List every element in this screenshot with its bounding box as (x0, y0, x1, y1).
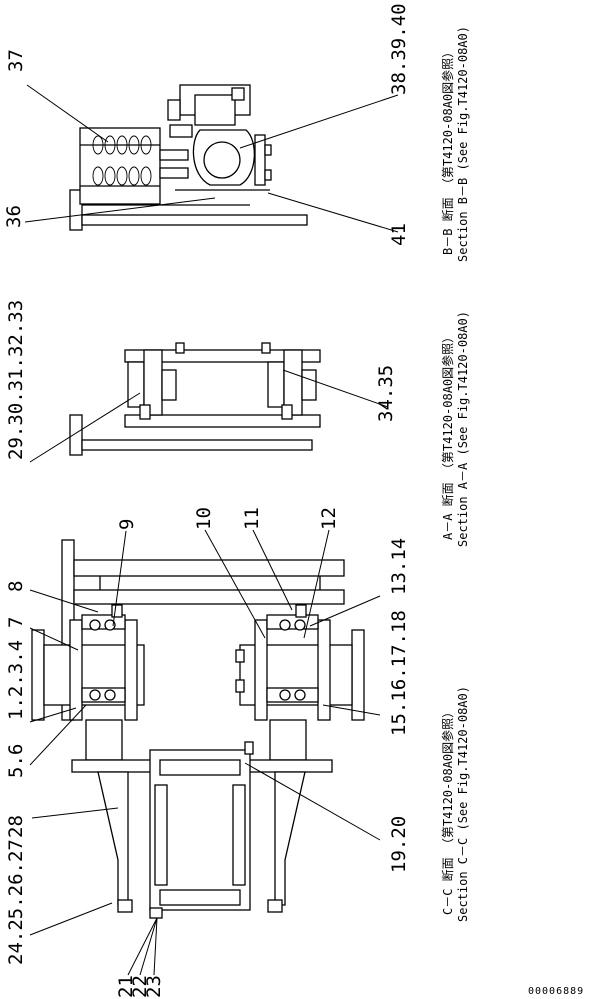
caption-bb-jp: B－B 断面 （第T4120-08A0図参照） (440, 46, 455, 255)
callout-22: 22 (129, 975, 151, 998)
section-captions: B－B 断面 （第T4120-08A0図参照） Section B－B (See… (440, 26, 470, 922)
callout-11: 11 (241, 507, 263, 530)
section-bb-view (69, 84, 308, 231)
callout-41: 41 (388, 223, 410, 246)
callout-10: 10 (193, 507, 215, 530)
callout-24-27: 24.25.26.27 (5, 839, 27, 965)
callout-12: 12 (318, 507, 340, 530)
callout-1-4: 1.2.3.4 (5, 640, 27, 720)
callout-29-33: 29.30.31.32.33 (5, 300, 27, 460)
caption-cc-jp: C－C 断面 （第T4120-08A0図参照） (440, 706, 455, 915)
callout-23: 23 (143, 975, 165, 998)
callout-labels: 37 38.39.40 36 41 29.30.31.32.33 34.35 8… (3, 3, 410, 998)
callout-15-18: 15.16.17.18 (388, 610, 410, 736)
caption-aa-en: Section A－A (See Fig.T4120-08A0) (456, 311, 470, 547)
caption-cc-en: Section C－C (See Fig.T4120-08A0) (456, 686, 470, 922)
leader-lines (24, 84, 399, 976)
callout-34-35: 34.35 (375, 365, 397, 422)
document-id: 00006889 (528, 986, 584, 997)
section-cc-view (31, 539, 365, 919)
callout-8: 8 (5, 581, 27, 592)
callout-37: 37 (5, 49, 27, 72)
callout-28: 28 (5, 815, 27, 838)
callout-9: 9 (116, 519, 138, 530)
caption-aa-jp: A－A 断面 （第T4120-08A0図参照） (440, 331, 455, 540)
callout-21: 21 (115, 975, 137, 998)
callout-13-14: 13.14 (388, 538, 410, 595)
caption-bb-en: Section B－B (See Fig.T4120-08A0) (456, 26, 470, 262)
callout-7: 7 (5, 617, 27, 628)
callout-19-20: 19.20 (388, 816, 410, 873)
callout-38-40: 38.39.40 (388, 3, 410, 95)
callout-5-6: 5.6 (5, 744, 27, 778)
section-aa-view (69, 342, 321, 456)
callout-36: 36 (3, 205, 25, 228)
spring-coils (92, 135, 152, 186)
